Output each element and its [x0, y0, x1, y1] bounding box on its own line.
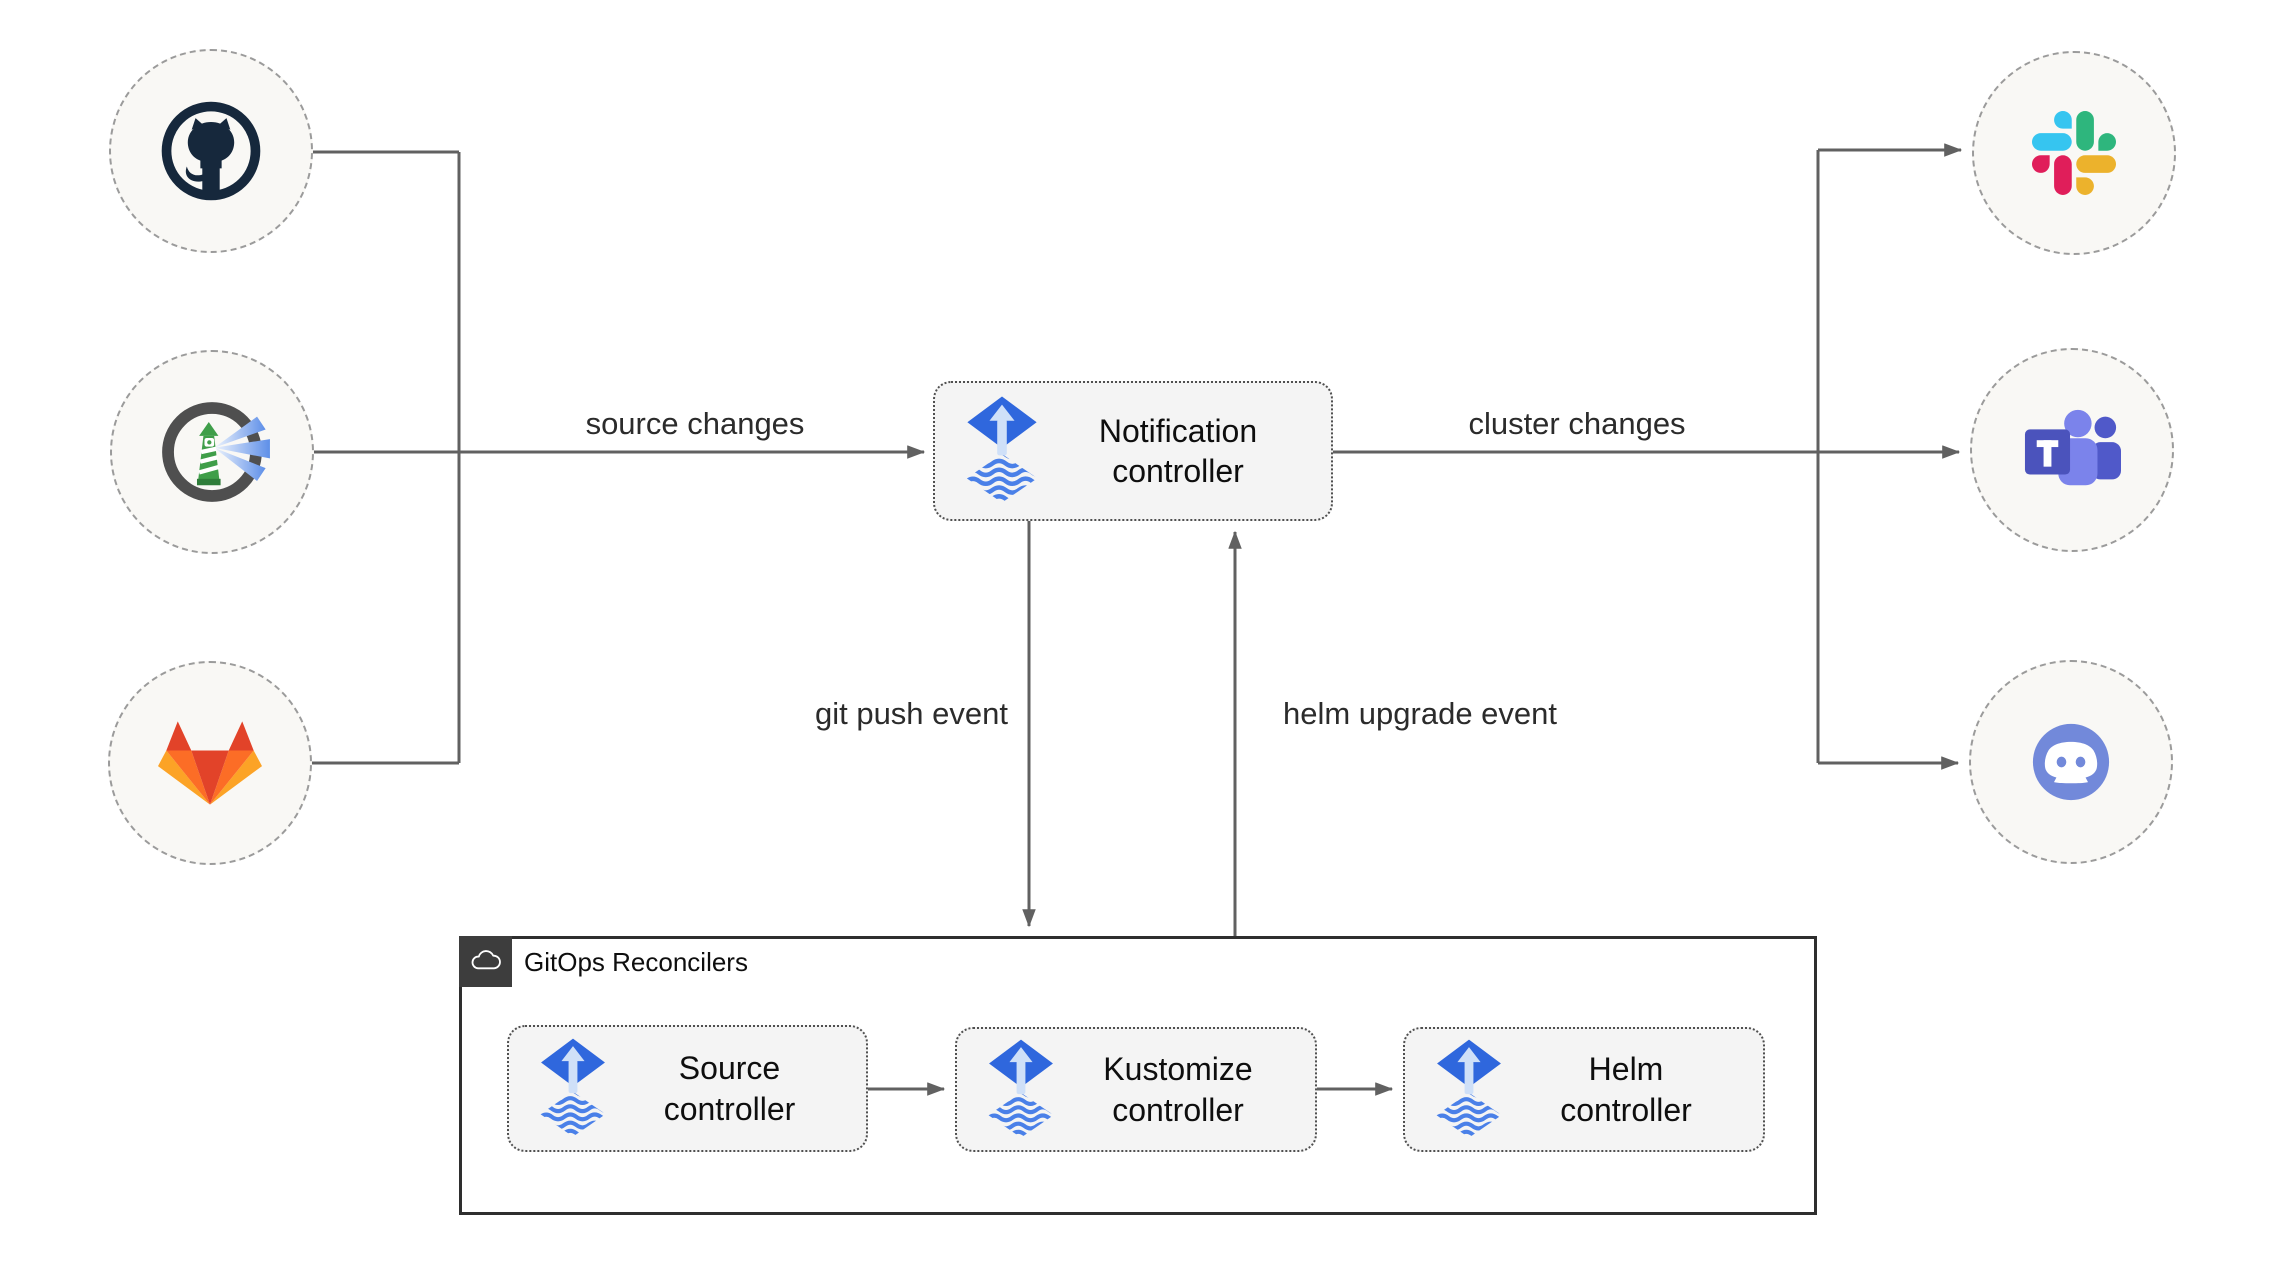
notification-controller-box: Notification controller [933, 381, 1333, 521]
flux-icon [1435, 1038, 1503, 1142]
notification-controller-label: Notification controller [1098, 412, 1258, 489]
helm-controller-box: Helm controller [1403, 1027, 1765, 1152]
gitops-reconcilers-title: GitOps Reconcilers [524, 947, 748, 977]
source-controller-label: Source controller [663, 1050, 796, 1127]
node-slack [1972, 51, 2176, 255]
edge-label-source-changes: source changes [585, 406, 805, 441]
gitlab-icon [158, 719, 262, 807]
node-teams [1970, 348, 2174, 552]
discord-icon [2015, 706, 2127, 818]
helm-controller-label: Helm controller [1560, 1051, 1692, 1128]
edge-label-cluster-changes: cluster changes [1468, 406, 1686, 441]
kustomize-controller-box: Kustomize controller [955, 1027, 1317, 1152]
harbor-icon [153, 393, 271, 511]
node-harbor [110, 350, 314, 554]
kustomize-controller-label: Kustomize controller [1103, 1051, 1253, 1128]
teams-icon [2017, 401, 2127, 499]
node-gitlab [108, 661, 312, 865]
flux-icon [987, 1038, 1055, 1142]
flux-icon [539, 1037, 607, 1141]
edge-label-helm-upgrade-event: helm upgrade event [1283, 696, 1558, 731]
flux-icon [965, 395, 1039, 507]
node-discord [1969, 660, 2173, 864]
node-github [109, 49, 313, 253]
github-icon [153, 93, 269, 209]
slack-icon [2032, 111, 2116, 195]
gitops-badge [459, 936, 512, 987]
edge-label-git-push-event: git push event [814, 696, 1008, 731]
source-controller-box: Source controller [507, 1025, 868, 1152]
